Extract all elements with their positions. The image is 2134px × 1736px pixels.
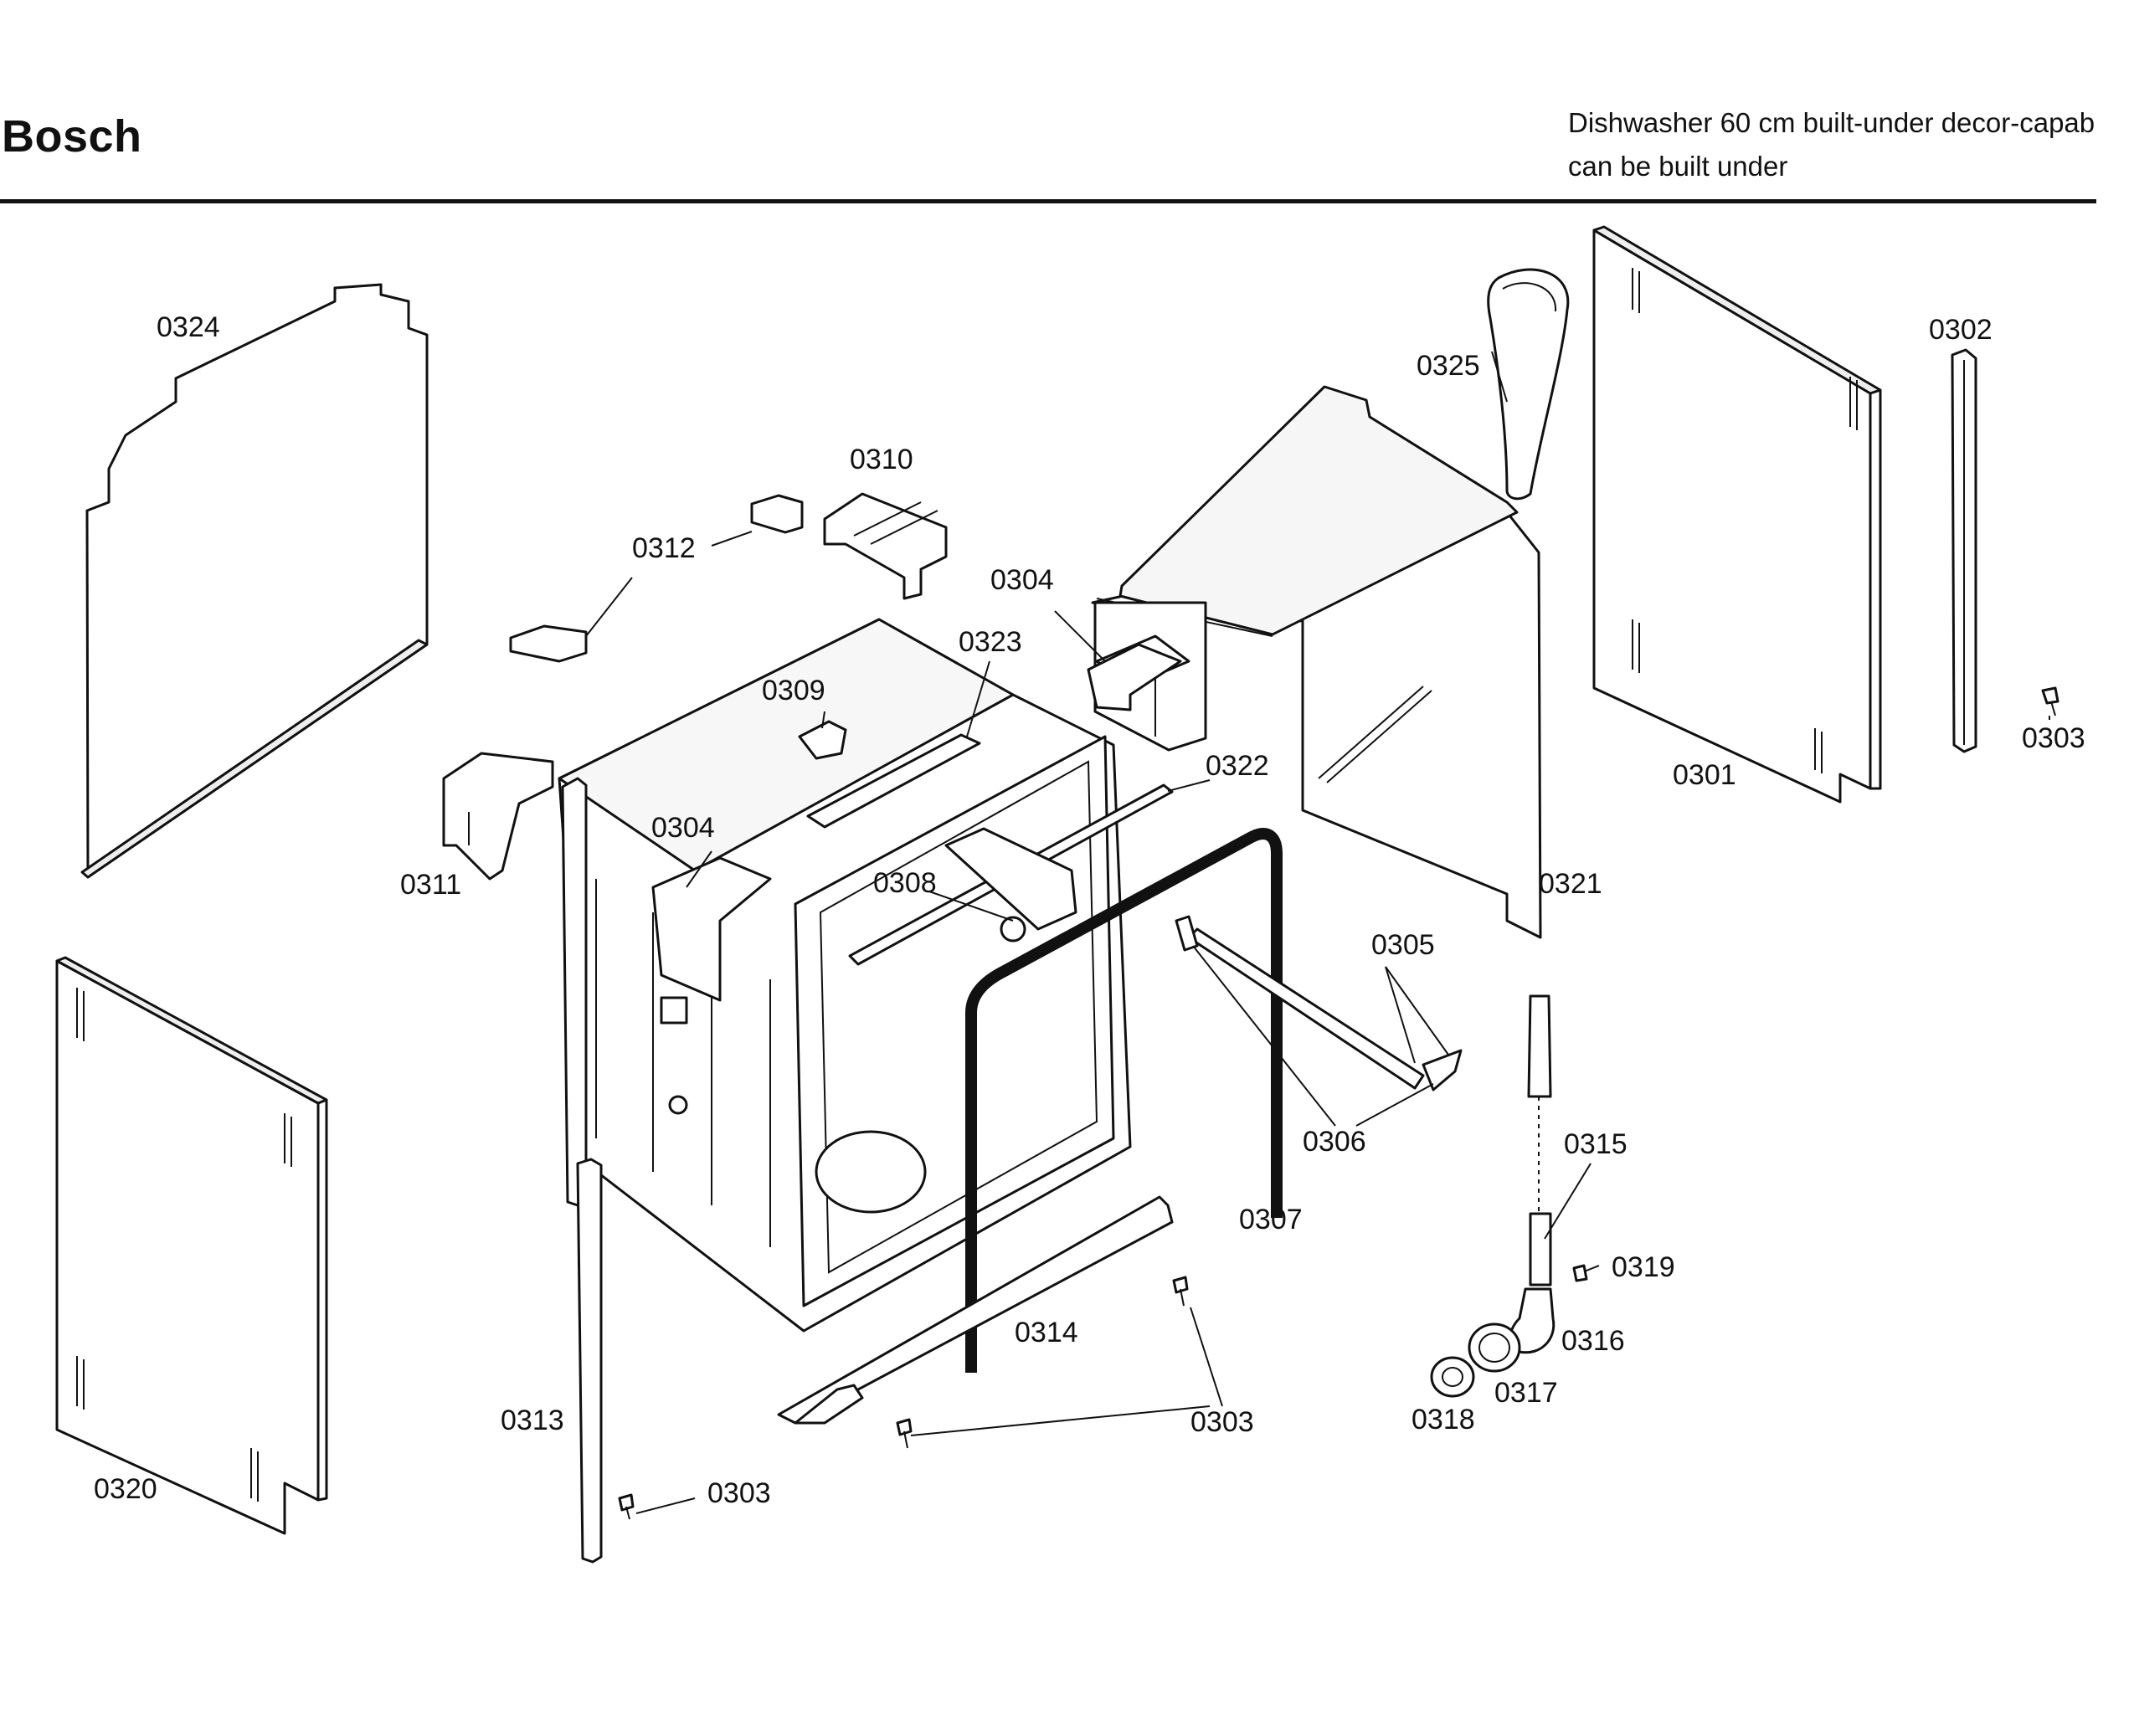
callout-0318: 0318 xyxy=(1412,1404,1475,1436)
part-0310-hinge-cover xyxy=(823,492,948,600)
part-0303-screw-right xyxy=(2041,686,2059,716)
callout-0315: 0315 xyxy=(1564,1128,1627,1160)
part-0317-ring xyxy=(1468,1323,1521,1373)
callout-0325: 0325 xyxy=(1417,350,1480,382)
part-tub-body xyxy=(558,618,1132,1333)
callout-0322: 0322 xyxy=(1206,750,1269,782)
callout-0323: 0323 xyxy=(959,626,1022,658)
part-0307-door-seal xyxy=(965,828,1283,1373)
callout-0302: 0302 xyxy=(1929,314,1993,346)
part-0314-plinth-rail xyxy=(777,1195,1174,1425)
part-0318-cap xyxy=(1430,1356,1475,1398)
part-0313-door-seal xyxy=(561,777,603,1564)
part-0319-screw xyxy=(1572,1264,1600,1282)
callout-0303-middle: 0303 xyxy=(1190,1406,1254,1438)
header-rule xyxy=(0,199,2096,203)
callout-0312: 0312 xyxy=(632,532,696,564)
part-0312-hinge-bracket xyxy=(750,494,804,534)
callout-0321: 0321 xyxy=(1539,868,1602,900)
callout-0304-lower: 0304 xyxy=(651,812,715,844)
model-description: Dishwasher 60 cm built-under decor-capab xyxy=(1568,107,2095,138)
callout-0310: 0310 xyxy=(850,444,913,475)
callout-0311: 0311 xyxy=(400,869,461,901)
part-0315-hose xyxy=(1527,994,1552,1287)
model-description-line2: can be built under xyxy=(1568,151,1788,182)
callout-0319: 0319 xyxy=(1612,1251,1675,1283)
part-0304-bracket-upper xyxy=(1087,643,1182,711)
callout-0306: 0306 xyxy=(1303,1126,1366,1158)
callout-0313: 0313 xyxy=(501,1405,564,1436)
part-0311-hinge-cover xyxy=(442,752,554,881)
callout-0307: 0307 xyxy=(1239,1204,1303,1235)
part-0308-bracket xyxy=(944,827,1077,942)
callout-0320: 0320 xyxy=(94,1473,157,1505)
part-0302-trim-strip xyxy=(1951,348,1977,753)
callout-0317: 0317 xyxy=(1494,1377,1558,1409)
part-0304-bracket xyxy=(651,856,772,1002)
part-0309-clip xyxy=(798,720,847,760)
leader-lines xyxy=(585,351,2050,1514)
callout-0304-upper: 0304 xyxy=(990,564,1054,596)
callout-labels: 0324 0310 0312 0304 0323 0309 0325 0302 … xyxy=(94,311,2085,1509)
part-0303-screw-left xyxy=(618,1493,635,1520)
callout-0308: 0308 xyxy=(873,867,937,899)
brand-name: Bosch xyxy=(2,111,142,162)
callout-0303-left: 0303 xyxy=(707,1477,771,1509)
callout-0305: 0305 xyxy=(1371,929,1435,961)
part-0303-screw-middle xyxy=(1172,1276,1189,1307)
part-0325-insulation-mat xyxy=(1487,268,1570,501)
callout-0314: 0314 xyxy=(1015,1317,1078,1348)
part-0320-side-panel xyxy=(55,956,328,1535)
callout-0301: 0301 xyxy=(1673,759,1736,791)
part-0303-screw-lower xyxy=(896,1418,913,1449)
part-0305-rod xyxy=(1175,915,1463,1091)
part-0323-seal-strip xyxy=(806,733,981,829)
callout-0316: 0316 xyxy=(1561,1325,1625,1357)
part-0301-side-panel xyxy=(1592,225,1882,804)
callout-0309: 0309 xyxy=(762,675,825,706)
callout-0324: 0324 xyxy=(157,311,220,343)
part-0312-hinge-bracket-lower xyxy=(509,624,588,663)
callout-0303-right: 0303 xyxy=(2022,722,2085,754)
part-0324-side-panel xyxy=(80,283,429,879)
